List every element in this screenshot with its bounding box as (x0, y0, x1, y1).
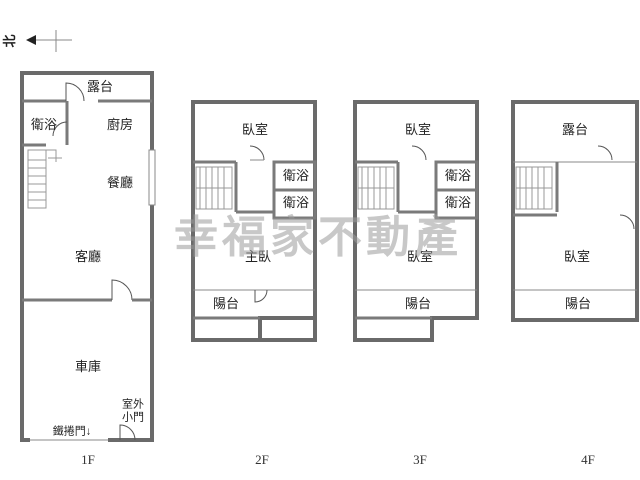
floor-2f: 臥室 衛浴 衛浴 主臥 陽台 2F (191, 100, 317, 467)
room-bedroom-2f: 臥室 (242, 122, 268, 137)
room-bath-a-2f: 衛浴 (283, 168, 309, 183)
room-master-2f: 主臥 (245, 249, 271, 264)
room-garage-1f: 車庫 (75, 359, 101, 374)
north-label: 北 (2, 34, 17, 47)
room-balcony-3f: 陽台 (405, 296, 431, 311)
stairs-2f (195, 166, 233, 210)
room-terrace-1f: 露台 (87, 79, 113, 94)
floor-label-1f: 1F (81, 452, 95, 467)
floor-label-3f: 3F (413, 452, 427, 467)
room-terrace-4f: 露台 (562, 122, 588, 137)
room-bath-b-3f: 衛浴 (445, 195, 471, 210)
room-bath-1f: 衛浴 (31, 117, 57, 132)
room-balcony-2f: 陽台 (213, 296, 239, 311)
floor-label-2f: 2F (255, 452, 269, 467)
stairs-4f (515, 166, 553, 210)
room-balcony-4f: 陽台 (565, 296, 591, 311)
north-arrow: 北 (2, 30, 72, 52)
room-dining-1f: 餐廳 (107, 175, 133, 190)
floor-label-4f: 4F (581, 452, 595, 467)
floor-3f: 臥室 衛浴 衛浴 臥室 陽台 3F (353, 100, 479, 467)
room-bedroom-b-3f: 臥室 (407, 249, 433, 264)
watermark: 幸福家不動產 (174, 212, 462, 263)
side-door-note-2: 小門 (122, 411, 144, 424)
floor-4f: 露台 臥室 陽台 4F (511, 100, 639, 467)
side-door-note-1: 室外 (122, 397, 144, 411)
gate-note: 鐵捲門↓ (53, 424, 92, 438)
room-kitchen-1f: 廚房 (107, 117, 133, 132)
room-bath-a-3f: 衛浴 (445, 168, 471, 183)
room-bedroom-a-3f: 臥室 (405, 122, 431, 137)
room-bedroom-4f: 臥室 (564, 249, 590, 264)
stairs-3f (357, 166, 395, 210)
stairs-1f (27, 149, 62, 209)
floor-1f: 露台 衛浴 廚房 餐廳 客廳 車庫 鐵捲門↓ 室外 小門 1F (20, 71, 156, 467)
room-living-1f: 客廳 (75, 249, 101, 264)
room-bath-b-2f: 衛浴 (283, 195, 309, 210)
